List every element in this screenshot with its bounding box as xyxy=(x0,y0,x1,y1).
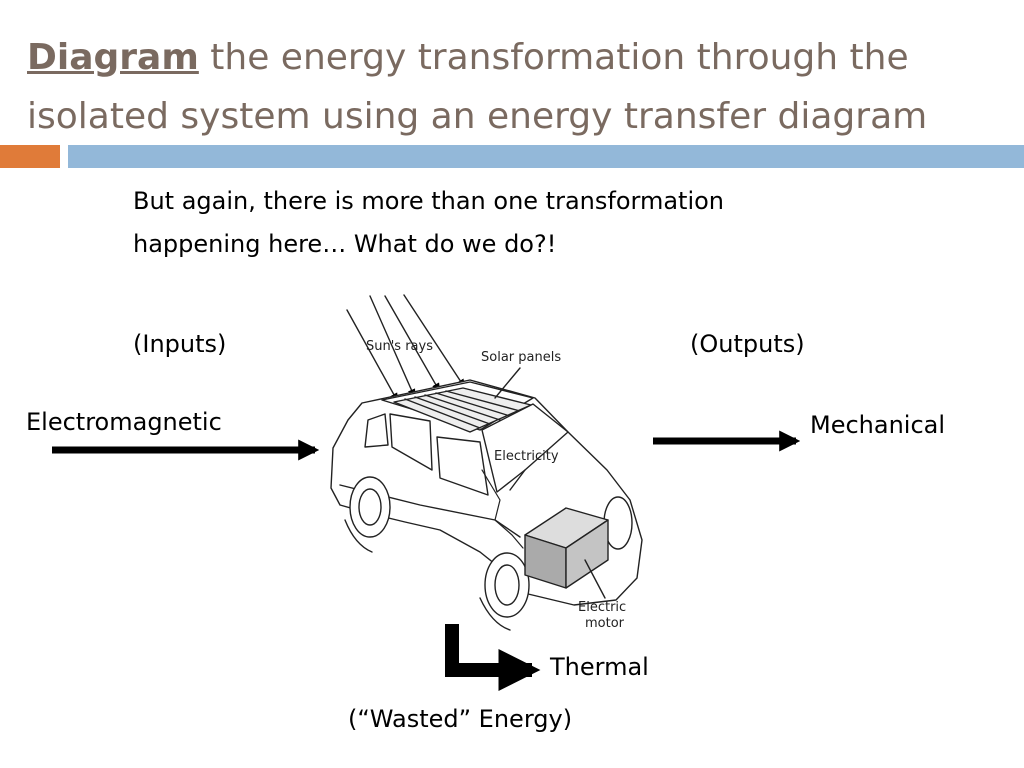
output-energy-label: Mechanical xyxy=(810,411,946,439)
note-line-1: But again, there is more than one transf… xyxy=(133,187,725,215)
electricity-label: Electricity xyxy=(494,449,559,464)
title-text: the energy transformation through the is… xyxy=(27,37,928,137)
waste-energy-label: Thermal xyxy=(550,653,649,681)
title-accent-bar xyxy=(0,145,60,168)
solar-panels-label: Solar panels xyxy=(481,350,561,365)
sun-rays-icon xyxy=(346,294,466,403)
note-line-2: happening here… What do we do?! xyxy=(133,230,557,258)
slide-title: Diagram the energy transformation throug… xyxy=(27,28,1017,146)
slide-note: But again, there is more than one transf… xyxy=(133,180,853,266)
electric-motor-label-1: Electric xyxy=(578,600,626,615)
input-energy-label: Electromagnetic xyxy=(26,408,222,436)
waste-note-label: (“Wasted” Energy) xyxy=(348,705,573,733)
figure-labels: Sun's rays Solar panels Electricity Elec… xyxy=(366,339,626,631)
suns-rays-label: Sun's rays xyxy=(366,339,433,354)
inputs-label: (Inputs) xyxy=(133,330,227,358)
electric-motor-label-2: motor xyxy=(585,616,625,631)
outputs-label: (Outputs) xyxy=(690,330,805,358)
solar-car-illustration xyxy=(330,294,643,631)
title-keyword: Diagram xyxy=(27,37,199,78)
waste-arrow xyxy=(445,624,541,691)
title-divider-bar xyxy=(68,145,1024,168)
